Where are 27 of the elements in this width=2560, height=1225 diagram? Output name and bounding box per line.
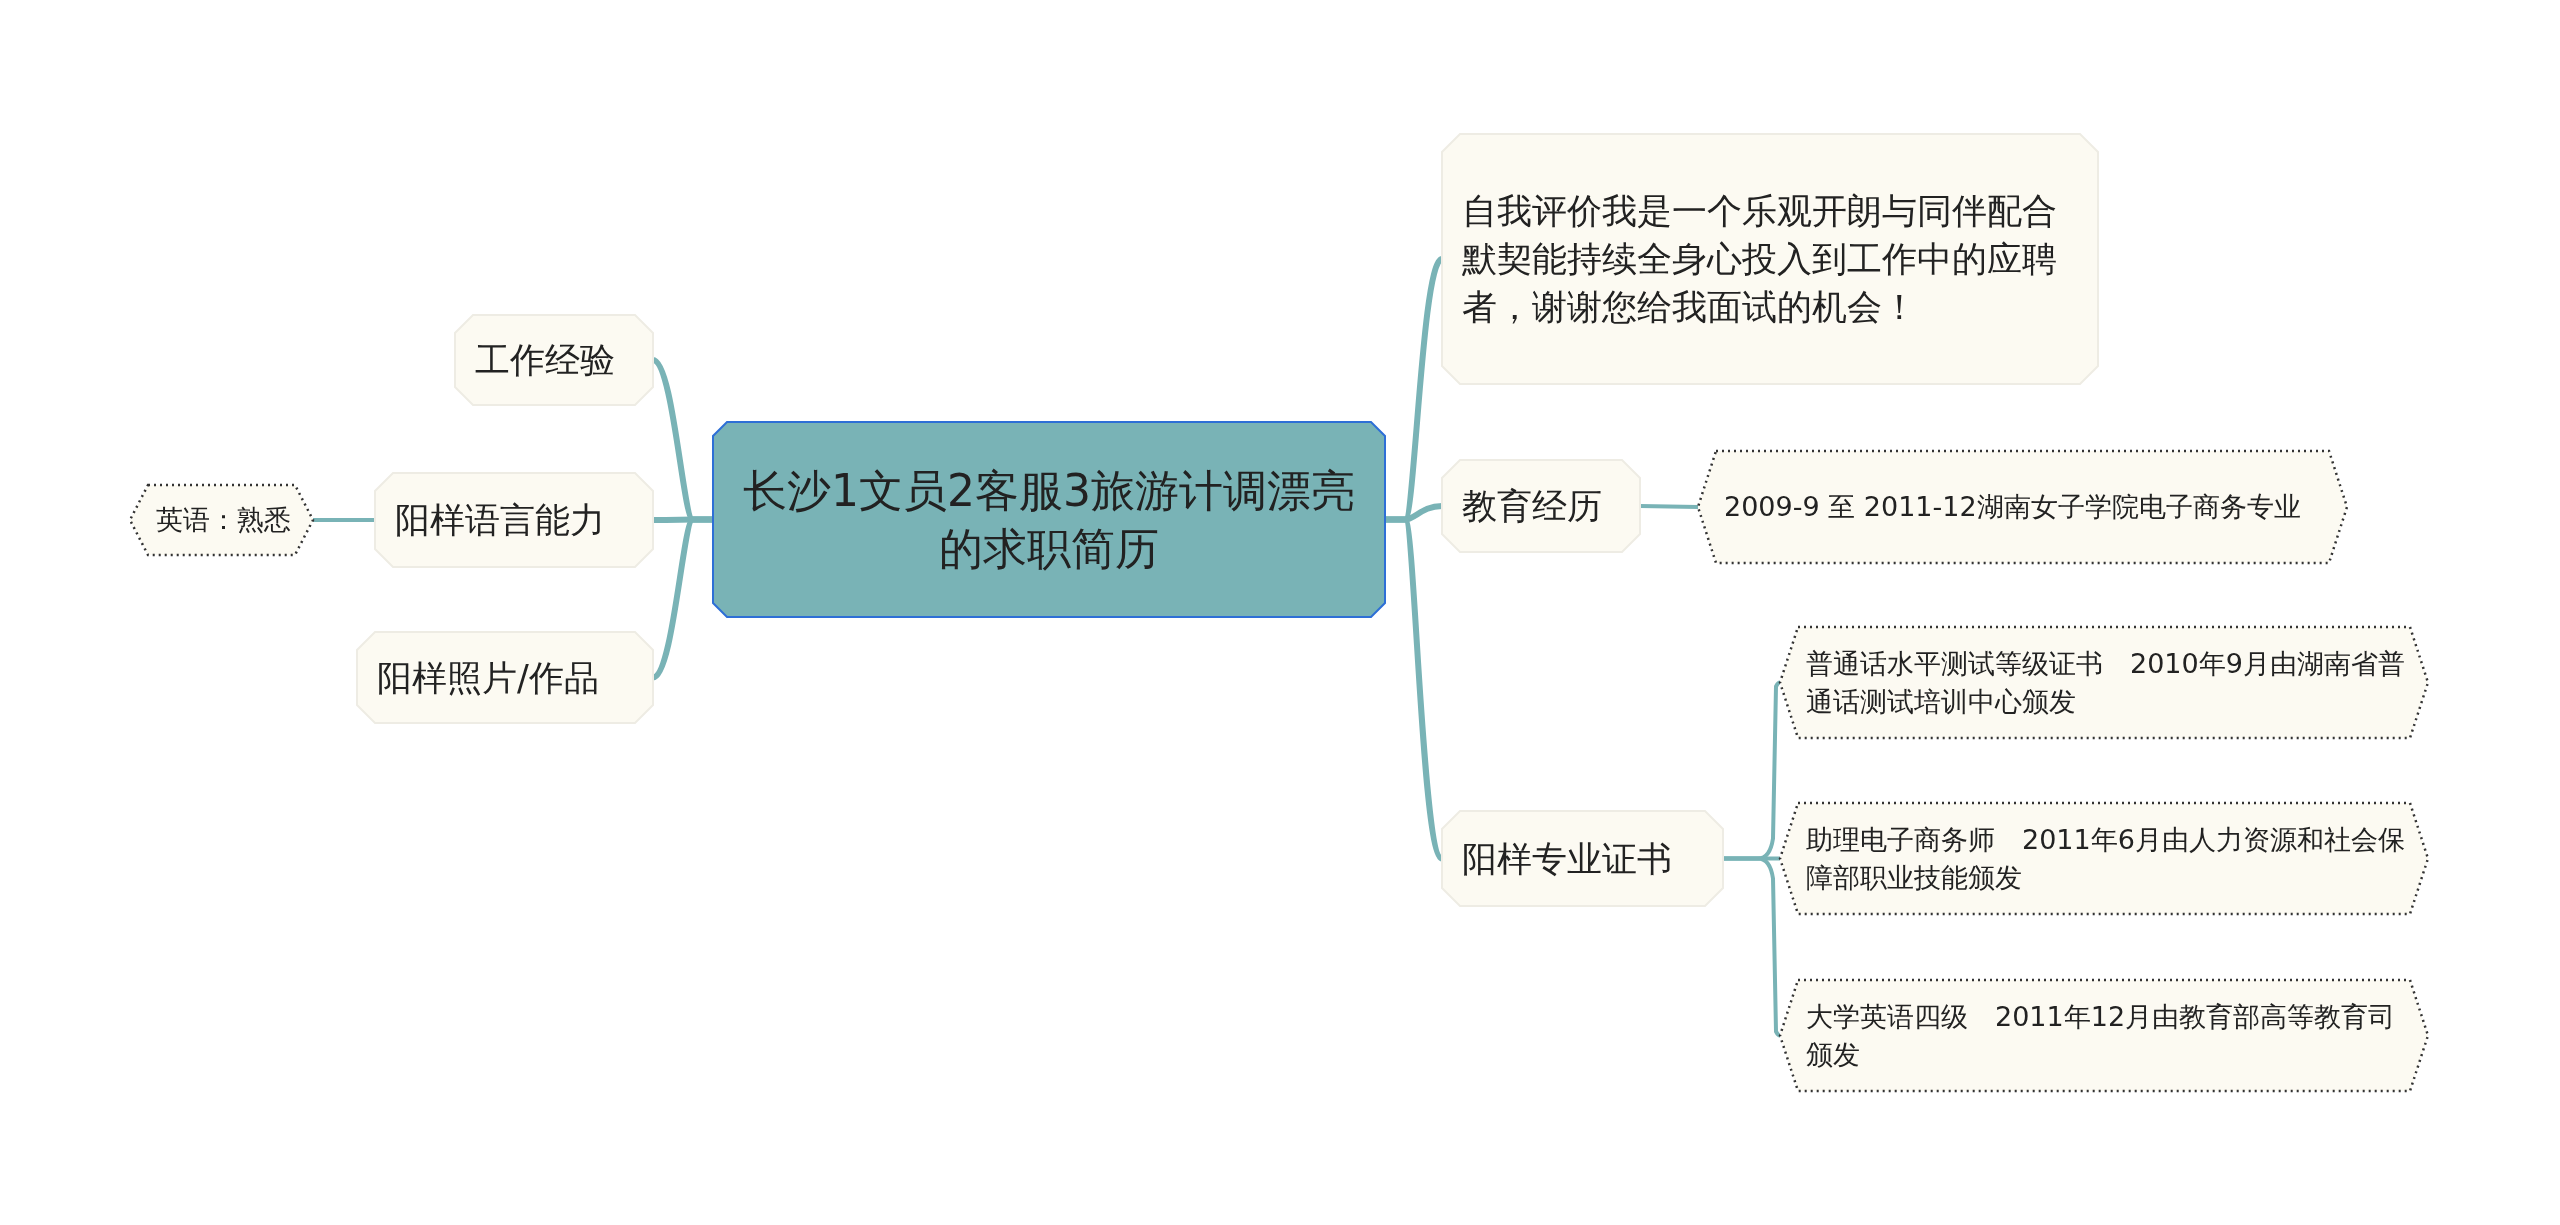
topic-text: 自我评价我是一个乐观开朗与同伴配合默契能持续全身心投入到工作中的应聘者，谢谢您给我面试的机会！ [1461, 190, 2058, 329]
topic-text: 普通话水平测试等级证书 2010年9月由湖南省普通话测试培训中心颁发 [1805, 646, 2406, 719]
topic-text: 工作经验 [474, 339, 616, 382]
topic-box [375, 473, 653, 567]
topic-text: 阳样语言能力 [394, 499, 606, 542]
detail-box [1698, 451, 2347, 563]
topic-text: 助理电子商务师 2011年6月由人力资源和社会保障部职业技能颁发 [1805, 822, 2406, 895]
topic-box [1442, 811, 1723, 906]
topic-text: 教育经历 [1461, 485, 1603, 528]
connector-line [1723, 856, 1782, 1038]
topic-text: 阳样专业证书 [1461, 837, 1673, 881]
topic-box [455, 315, 653, 405]
detail-box [1780, 627, 2428, 738]
connector-line [651, 516, 713, 680]
topic-text: 英语：熟悉 [155, 503, 292, 537]
central-topic-box [713, 422, 1385, 617]
detail-box [130, 485, 313, 555]
detail-box [1780, 803, 2428, 914]
topic-text: 阳样照片/作品 [376, 656, 600, 700]
topic-text: 长沙1文员2客服3旅游计调漂亮的求职简历 [742, 463, 1356, 576]
connector-line [313, 518, 375, 522]
topic-box [357, 632, 653, 723]
topic-box [1442, 460, 1640, 552]
detail-box [1780, 980, 2428, 1091]
topic-box [1442, 134, 2098, 384]
topic-text: 大学英语四级 2011年12月由教育部高等教育司颁发 [1805, 999, 2397, 1072]
topic-text: 2009-9 至 2011-12湖南女子学院电子商务专业 [1723, 490, 2302, 524]
